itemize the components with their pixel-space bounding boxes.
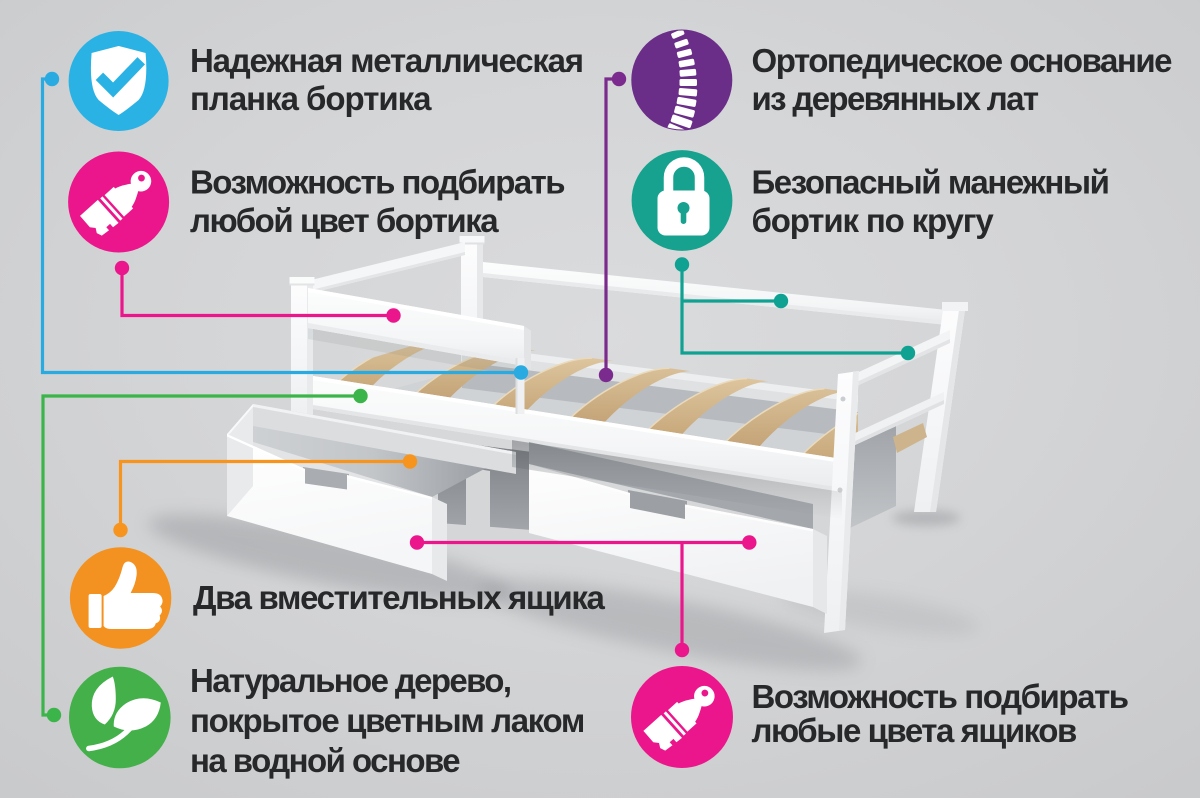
svg-text:Возможность подбирать: Возможность подбирать (752, 678, 1130, 715)
svg-text:Безопасный манежный: Безопасный манежный (752, 164, 1110, 201)
svg-text:любые цвета ящиков: любые цвета ящиков (752, 712, 1078, 749)
svg-text:бортик по кругу: бортик по кругу (752, 202, 995, 239)
svg-text:Надежная металлическая: Надежная металлическая (190, 42, 584, 79)
svg-text:покрытое цветным лаком: покрытое цветным лаком (190, 702, 585, 739)
svg-text:Натуральное дерево,: Натуральное дерево, (190, 662, 512, 699)
svg-text:Два вместительных ящика: Два вместительных ящика (193, 579, 606, 616)
svg-text:на водной основе: на водной основе (190, 742, 461, 779)
svg-text:любой цвет бортика: любой цвет бортика (190, 202, 499, 239)
svg-text:Ортопедическое основание: Ортопедическое основание (752, 42, 1173, 79)
svg-text:Возможность подбирать: Возможность подбирать (190, 164, 566, 201)
svg-text:планка бортика: планка бортика (190, 80, 432, 117)
svg-text:из деревянных лат: из деревянных лат (752, 80, 1040, 117)
